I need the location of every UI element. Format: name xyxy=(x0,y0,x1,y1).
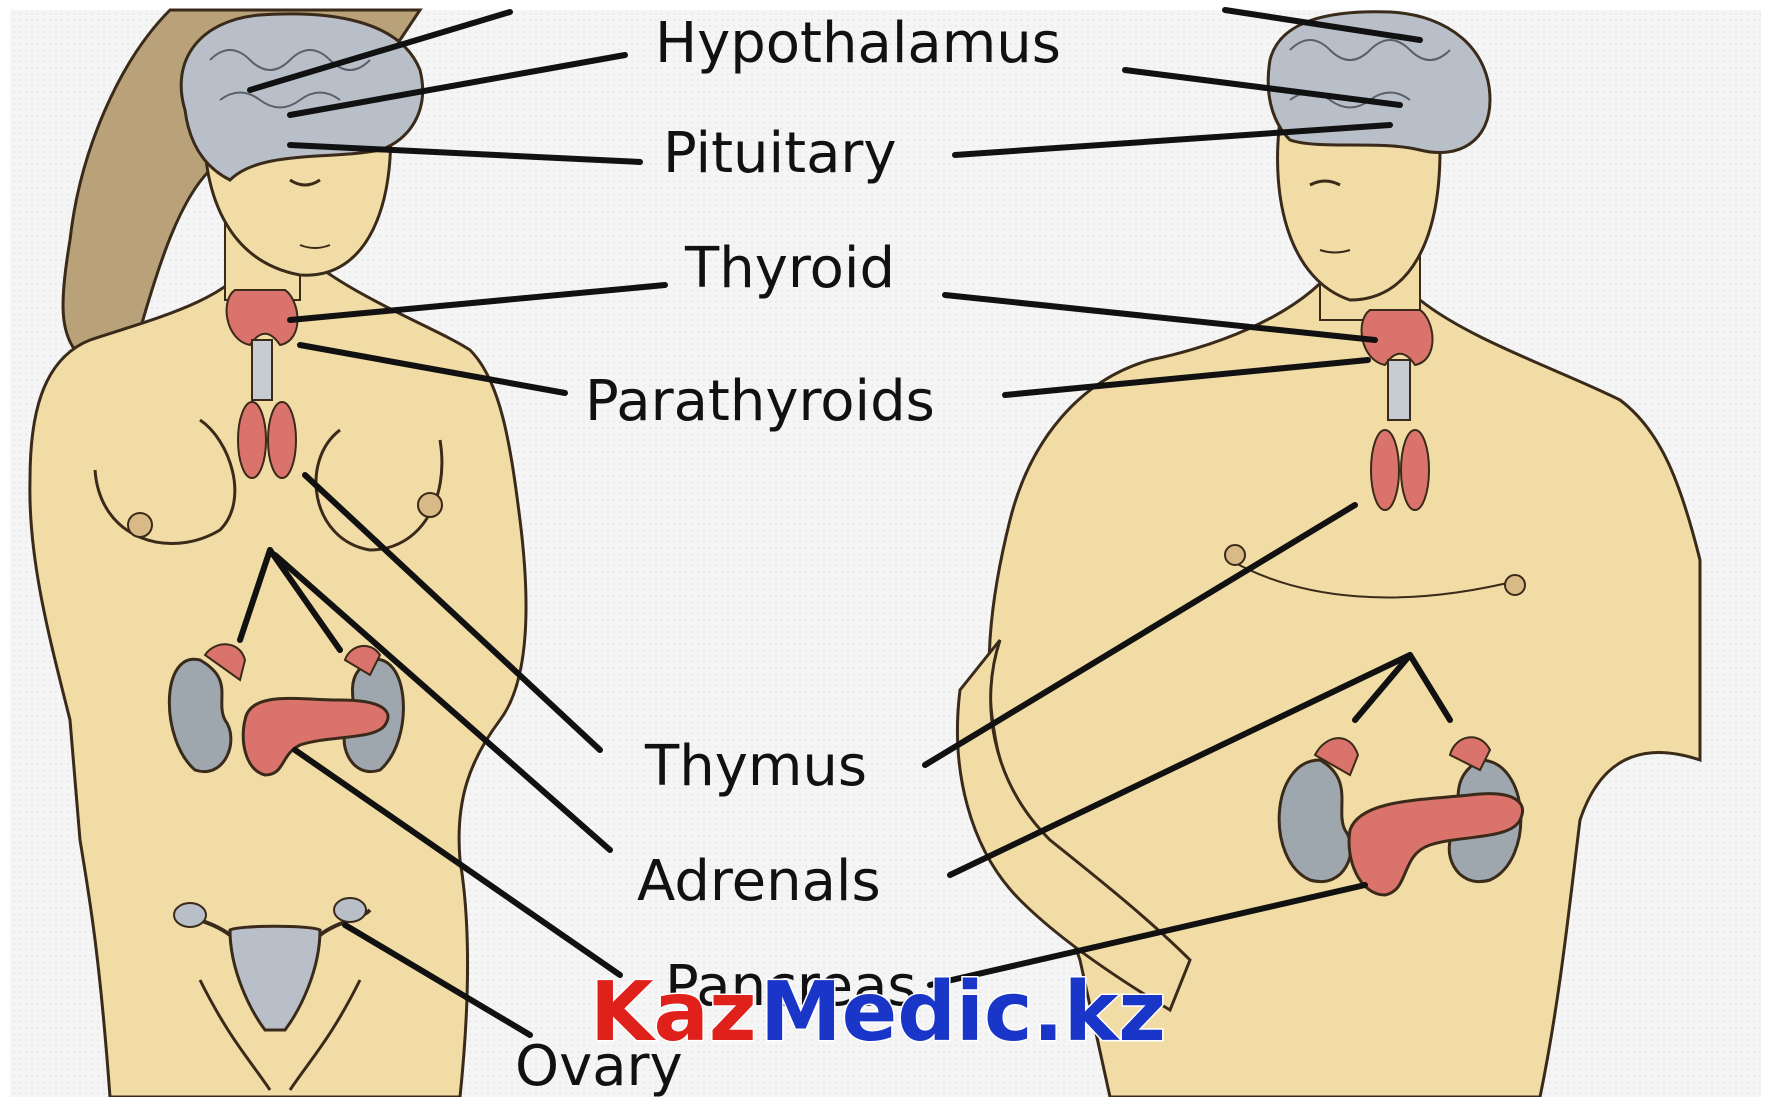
watermark-part1: Kaz xyxy=(590,965,757,1060)
male-nipple-right xyxy=(1505,575,1525,595)
male-thymus-right xyxy=(1401,430,1429,510)
female-nipple-right xyxy=(418,493,442,517)
label-pituitary: Pituitary xyxy=(663,121,897,186)
watermark-logo: Kaz Medic.kz xyxy=(590,965,1166,1060)
label-hypothalamus: Hypothalamus xyxy=(655,11,1061,76)
female-trachea xyxy=(252,340,272,400)
female-ovary-right xyxy=(334,898,366,922)
label-thymus: Thymus xyxy=(644,734,867,799)
female-ovary-left xyxy=(174,903,206,927)
label-thyroid: Thyroid xyxy=(684,236,895,301)
male-nipple-left xyxy=(1225,545,1245,565)
label-parathyroids: Parathyroids xyxy=(585,369,935,434)
male-thymus-left xyxy=(1371,430,1399,510)
male-trachea xyxy=(1388,360,1410,420)
female-thymus-right xyxy=(268,402,296,478)
female-thymus-left xyxy=(238,402,266,478)
female-nipple-left xyxy=(128,513,152,537)
label-adrenals: Adrenals xyxy=(637,849,881,914)
watermark-part2: Medic.kz xyxy=(760,965,1166,1060)
